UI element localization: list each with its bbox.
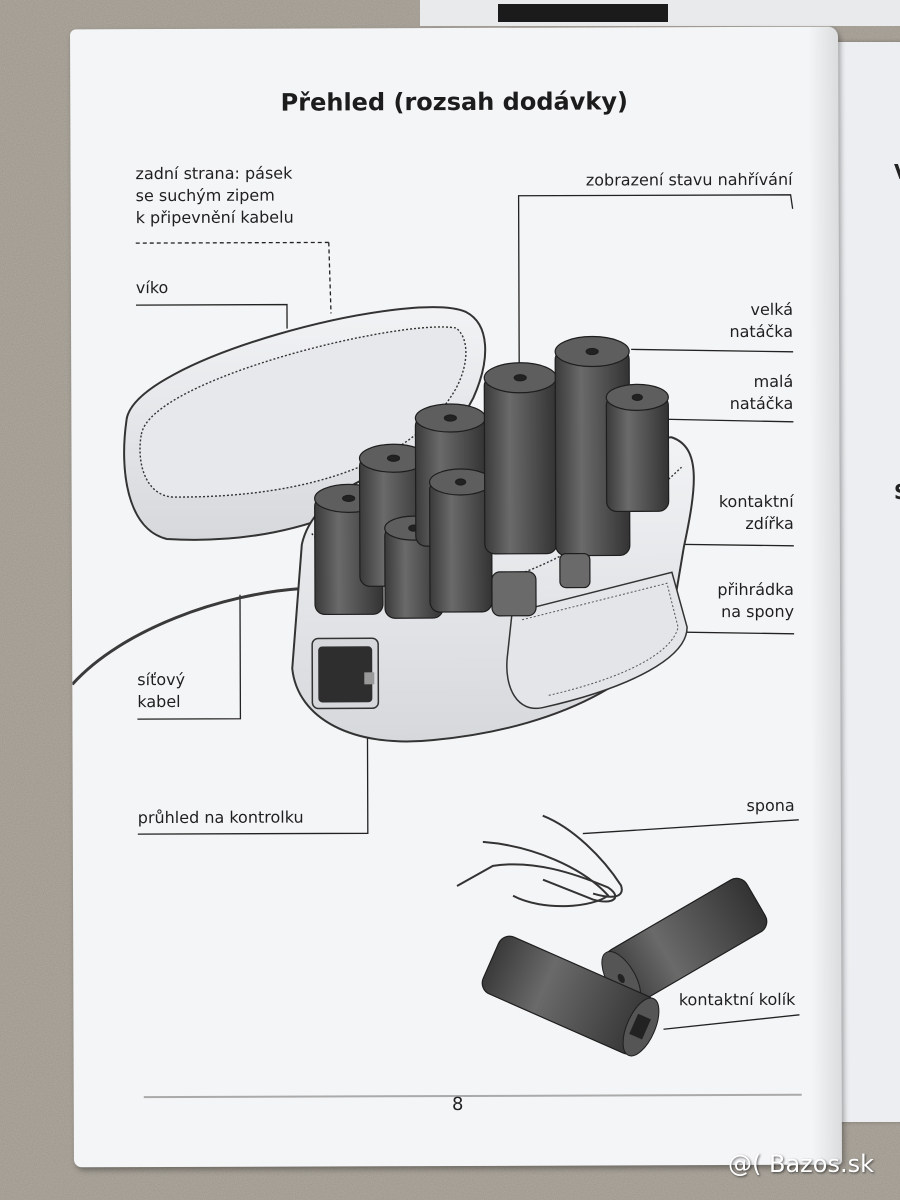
- previous-sheet-edge: [420, 0, 900, 26]
- next-page-letter-s: S: [894, 480, 900, 504]
- next-page-letter-v: V: [894, 160, 900, 184]
- label-clip-compartment: přihrádka na spony: [717, 579, 795, 622]
- hair-clip-icon: [456, 814, 623, 908]
- label-heating-status: zobrazení stavu nahřívání: [585, 169, 793, 190]
- label-back-strap: zadní strana: pásek se suchým zipem k př…: [135, 163, 294, 228]
- label-lid: víko: [135, 278, 169, 298]
- hair-roller-icon: [481, 877, 768, 1057]
- label-large-roller: velká natáčka: [729, 299, 794, 342]
- page-number: 8: [452, 1093, 464, 1116]
- label-contact-socket: kontaktní zdířka: [718, 491, 794, 533]
- next-page-edge: V S: [832, 42, 900, 1122]
- manual-page: Přehled (rozsah dodávky): [70, 26, 842, 1168]
- black-header-bar: [498, 4, 668, 22]
- label-indicator-window: průhled na kontrolku: [137, 807, 304, 828]
- label-contact-pin: kontaktní kolík: [678, 989, 796, 1010]
- label-clip: spona: [746, 795, 795, 815]
- label-small-roller: malá natáčka: [729, 371, 794, 414]
- watermark: @( Bazos.sk: [728, 1150, 874, 1178]
- label-power-cable: síťový kabel: [137, 669, 186, 712]
- rollers: [314, 335, 670, 619]
- hair-roller-set-illustration: [71, 194, 802, 1099]
